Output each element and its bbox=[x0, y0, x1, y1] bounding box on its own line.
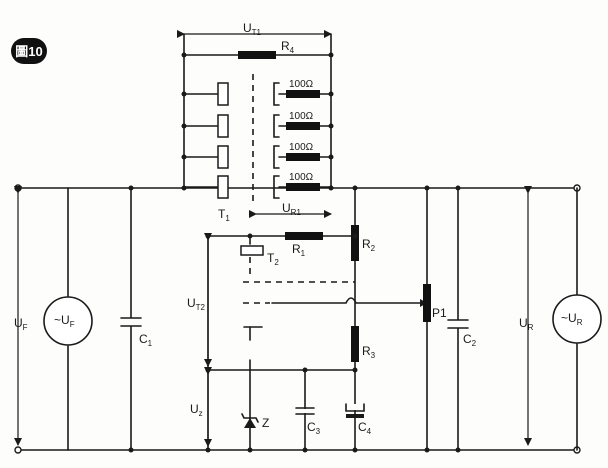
ur-source-label: ~UR bbox=[561, 311, 583, 327]
rail-junctions bbox=[128, 185, 461, 453]
terminal-bottom-left bbox=[14, 446, 22, 454]
ur1-label: UR1 bbox=[282, 201, 301, 217]
z-label: Z bbox=[262, 416, 269, 430]
ohm-label-1: 100Ω bbox=[289, 79, 314, 90]
p1-potentiometer bbox=[423, 284, 431, 322]
t2-label: T2 bbox=[267, 251, 279, 267]
c3-label: C3 bbox=[307, 420, 321, 436]
r2-label: R2 bbox=[362, 237, 376, 253]
c4-label: C4 bbox=[358, 420, 372, 436]
t2-transistor bbox=[240, 245, 264, 256]
uf-source bbox=[43, 296, 93, 346]
c4-capacitor bbox=[345, 403, 365, 418]
r1-label: R1 bbox=[292, 242, 306, 258]
uf-source-label: ~UF bbox=[54, 313, 75, 329]
ohm-label-3: 100Ω bbox=[289, 142, 314, 153]
r1-resistor bbox=[285, 232, 323, 240]
c2-label: C2 bbox=[463, 332, 477, 348]
badge-label: 圖10 bbox=[15, 44, 42, 59]
emitter-resistors bbox=[273, 82, 334, 199]
r4-label: R4 bbox=[281, 39, 295, 55]
ohm-label-2: 100Ω bbox=[289, 111, 314, 122]
zener-diode bbox=[241, 413, 259, 428]
r4-resistor bbox=[238, 51, 276, 59]
ohm-label-4: 100Ω bbox=[289, 172, 314, 183]
t1-label: T1 bbox=[218, 207, 230, 223]
r3-label: R3 bbox=[362, 344, 376, 360]
terminal-top-left bbox=[14, 184, 22, 192]
c1-label: C1 bbox=[139, 332, 153, 348]
uf-label: UF bbox=[14, 316, 28, 332]
r2-resistor bbox=[351, 225, 359, 261]
p1-label: P1 bbox=[432, 306, 447, 320]
uz-label: Uz bbox=[190, 402, 203, 418]
ur-label: UR bbox=[519, 316, 534, 332]
ut2-label: UT2 bbox=[187, 296, 206, 312]
wiper-wire bbox=[271, 297, 421, 304]
figure-badge: 圖10 bbox=[11, 38, 47, 64]
ur-source bbox=[552, 294, 602, 344]
r3-resistor bbox=[351, 326, 359, 362]
ut1-label: UT1 bbox=[243, 21, 262, 37]
t1-transistor-stack bbox=[181, 82, 229, 199]
